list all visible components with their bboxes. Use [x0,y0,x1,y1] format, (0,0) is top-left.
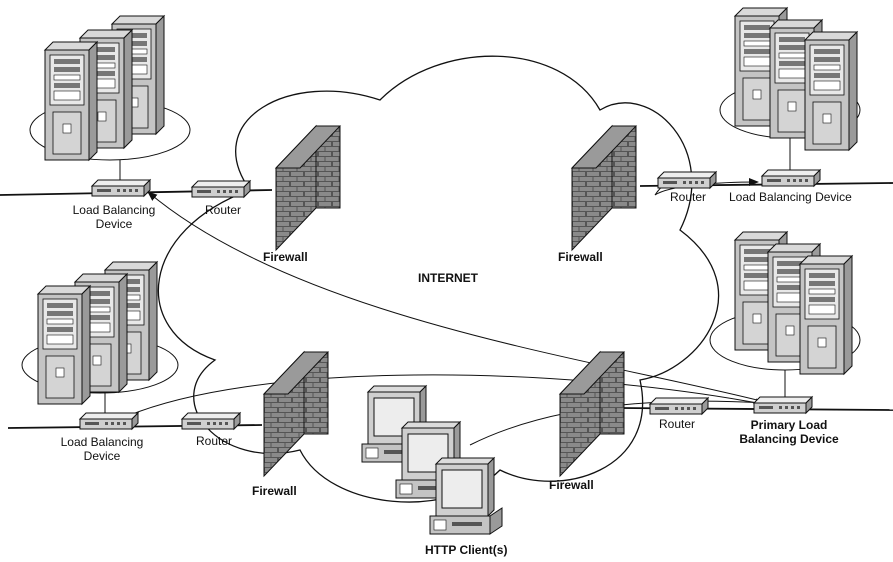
load-balancer-icon-top-left [91,179,151,197]
load-balancer-icon-bottom-left [79,412,139,430]
router-label-bottom-left: Router [196,434,233,448]
server-tower [44,41,98,161]
http-clients-label: HTTP Client(s) [425,543,508,557]
lbd-label-bottom-left: Load Balancing Device [52,435,152,463]
arrow-to-bottom-left-lbd [117,374,769,421]
router-icon-bottom-right [649,397,709,415]
router-label-top-right: Router [670,190,707,204]
server-tower [799,255,853,375]
lbd-label-top-left: Load Balancing Device [64,203,164,231]
server-tower [804,31,858,151]
primary-lbd-label: Primary Load Balancing Device [734,418,844,446]
router-icon-bottom-left [181,412,241,430]
primary-lbd-label-line2: Balancing Device [739,432,839,446]
load-balancer-icon-top-right [761,169,821,187]
router-icon-top-left [191,180,251,198]
firewall-label-bottom-right: Firewall [549,478,594,492]
client-workstation-icon [429,457,503,535]
router-label-top-left: Router [205,203,242,217]
lbd-label-bottom-left-line1: Load Balancing [60,435,144,449]
primary-lbd-label-line1: Primary Load [750,418,828,432]
server-tower [37,285,91,405]
arrow-to-top-left-lbd [147,191,766,403]
lbd-label-top-left-line2: Device [95,217,133,231]
lbd-label-bottom-left-line2: Device [83,449,121,463]
firewall-label-bottom-left: Firewall [252,484,297,498]
internet-label: INTERNET [418,271,478,285]
firewall-label-top-left: Firewall [263,250,308,264]
router-label-bottom-right: Router [659,417,696,431]
router-icon-top-right [657,171,717,189]
firewall-label-top-right: Firewall [558,250,603,264]
lbd-label-top-right: Load Balancing Device [729,190,852,204]
primary-load-balancer-icon [753,396,813,414]
lbd-label-top-left-line1: Load Balancing [72,203,156,217]
